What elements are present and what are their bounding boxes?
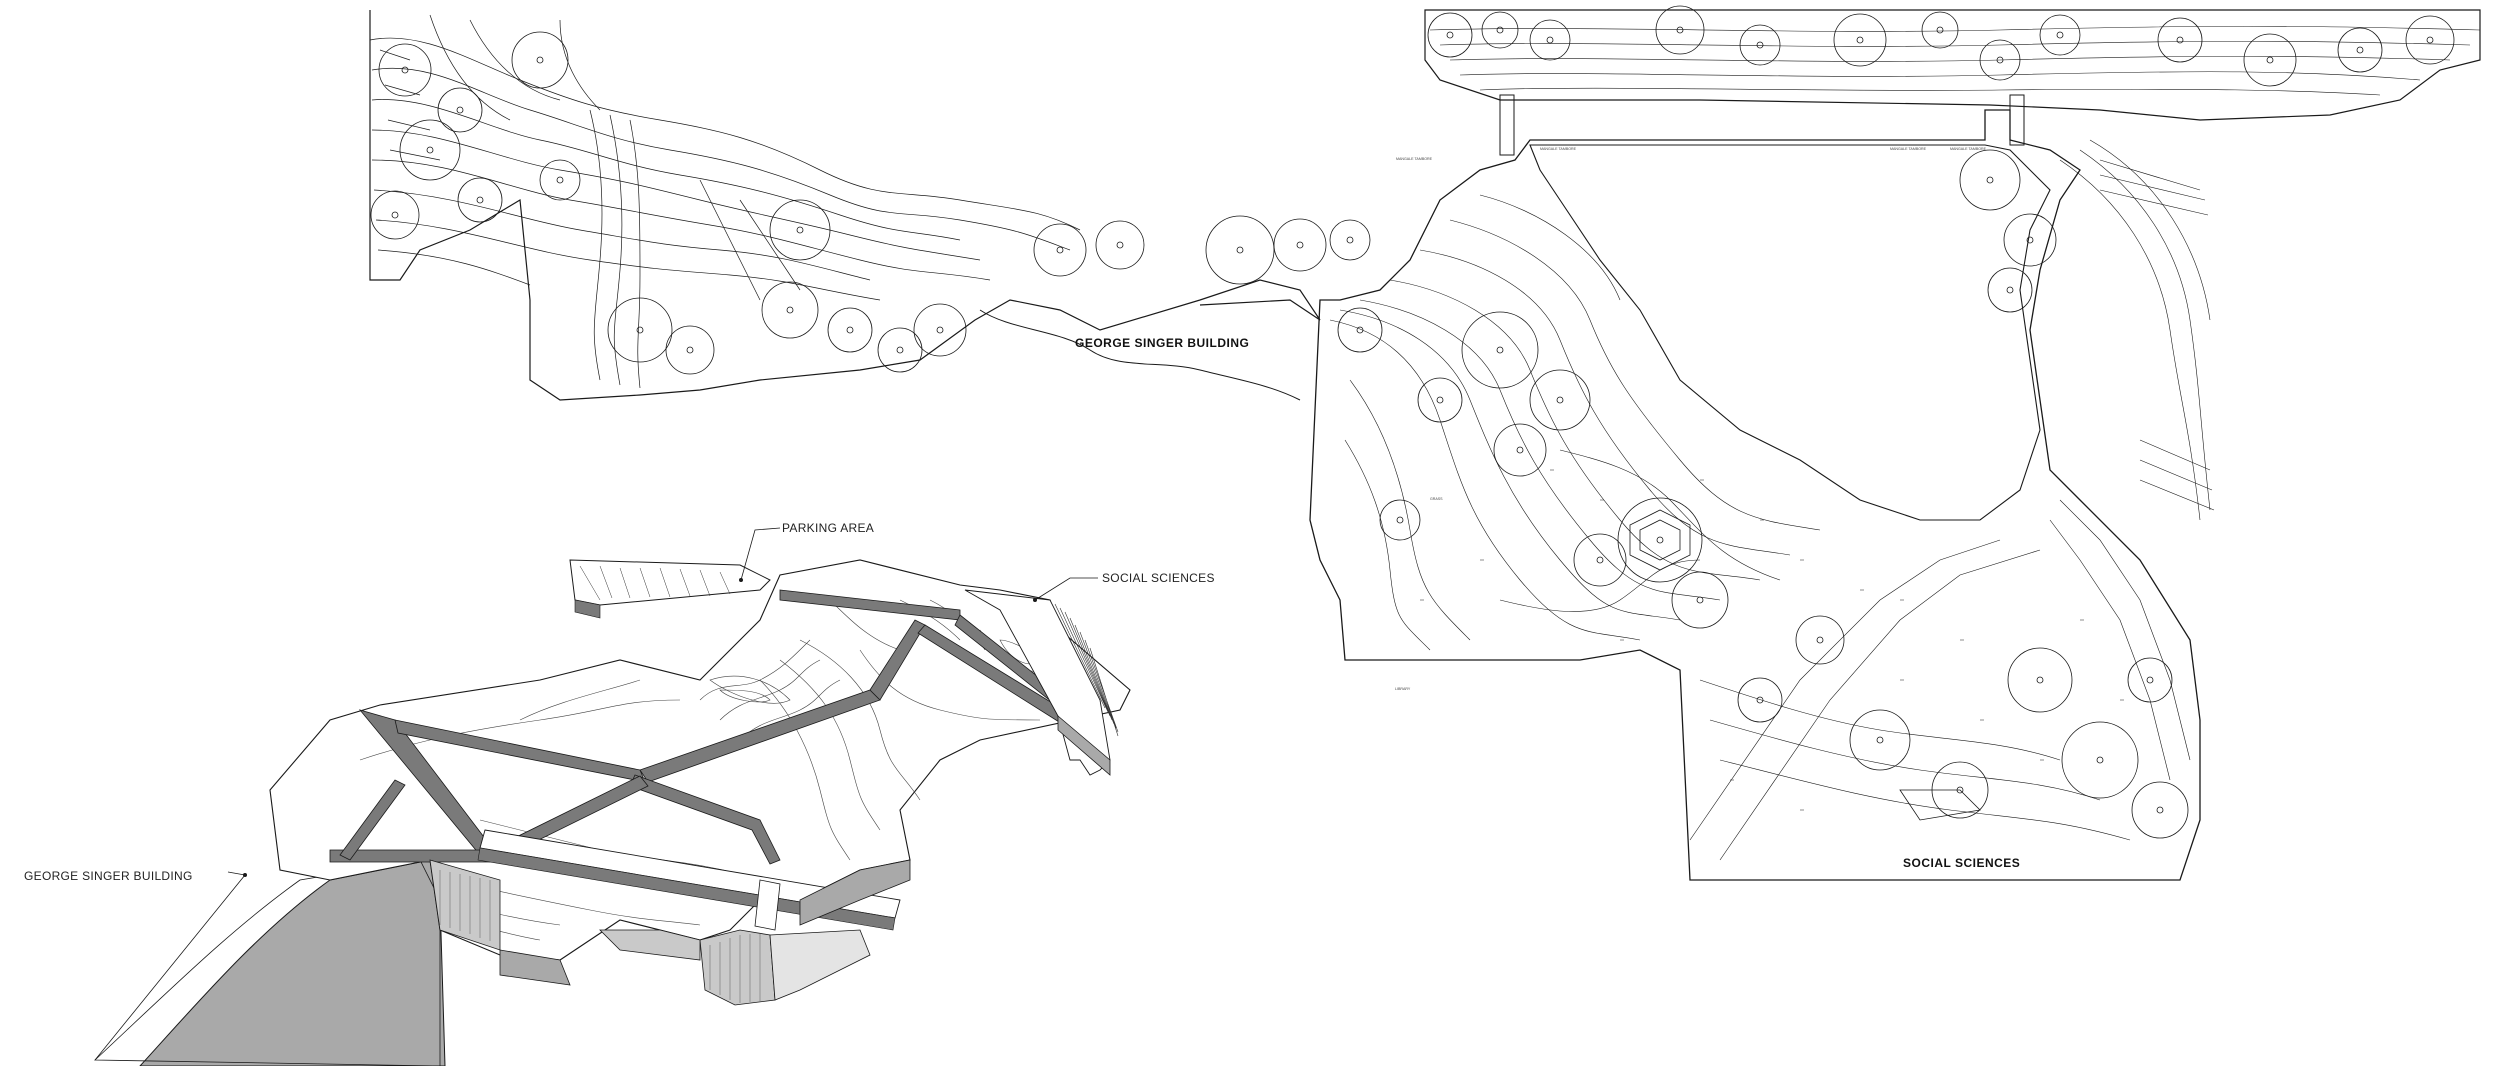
north-strip-outline [1424,9,2481,121]
george-singer-mass [138,859,446,1067]
corridor-gap [754,879,781,931]
site-plan [369,5,2481,881]
isometric-view: PARKING AREA SOCIAL SCIENCES GEORGE SING… [24,521,1215,1067]
social-sciences-plan-label: SOCIAL SCIENCES [1903,856,2020,870]
north-trees [1427,5,2455,87]
central-trees [1379,149,2189,839]
central-corridor-shadow [477,847,896,931]
lower-wall-hatch [439,870,761,1003]
george-singer-callout: GEORGE SINGER BUILDING [24,869,193,883]
lower-walls [429,859,911,1006]
west-contours [369,14,1081,389]
courtyard-outline [1529,144,2051,521]
west-trees [370,31,1383,375]
george-singer-plan-label: GEORGE SINGER BUILDING [1075,336,1249,350]
west-strip-outline [369,10,1321,401]
parking-hatch [579,565,731,601]
elevation-ticks [1420,469,2124,811]
central-contours [1329,194,2191,861]
road-label-1: MANGALE TAMBORE [1396,157,1433,161]
north-contours [1429,25,2481,96]
parking-area-callout: PARKING AREA [782,521,874,535]
library-plan-label: LIBRARY [1395,687,1411,691]
inner-markers [1629,509,1981,821]
north-connectors [1499,94,2025,156]
social-sciences-front [1057,715,1111,776]
parking-edge [574,599,601,619]
george-singer-outline [979,309,1301,401]
road-label-3: MANGALE TAMBORE [1890,147,1927,151]
parking-block [569,559,771,606]
grass-note: GRASS [1430,497,1443,501]
central-block-outline [1309,109,2201,881]
road-label-2: MANGALE TAMBORE [1540,147,1577,151]
social-sciences-block [964,589,1111,776]
east-contours [2059,139,2215,521]
road-label-4: MANGALE TAMBORE [1950,147,1987,151]
social-sciences-callout: SOCIAL SCIENCES [1102,571,1215,585]
social-sciences-hatch [1054,603,1119,737]
